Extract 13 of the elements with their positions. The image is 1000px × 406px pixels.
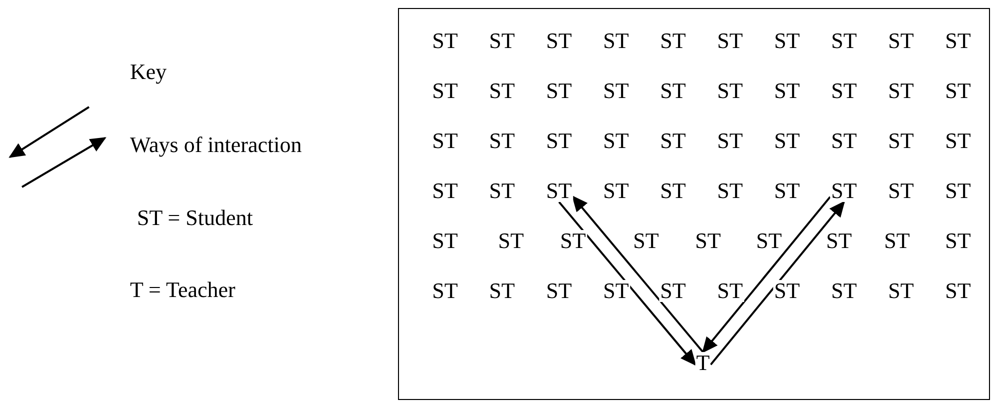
key-heading: Key <box>130 59 167 85</box>
key-entry: ST = Student <box>137 205 253 231</box>
seat-label: ST <box>830 180 858 202</box>
interaction-arrow <box>710 200 846 366</box>
seat-label: ST <box>716 280 744 302</box>
seat-label: ST <box>545 180 573 202</box>
key-entry: T = Teacher <box>130 277 236 303</box>
classroom-frame <box>398 8 990 400</box>
interaction-arrow <box>558 201 696 366</box>
interaction-arrow <box>572 195 704 353</box>
seat-label: ST <box>659 280 687 302</box>
interaction-arrow <box>702 196 831 354</box>
legend-text: Ways of interaction <box>130 132 302 158</box>
